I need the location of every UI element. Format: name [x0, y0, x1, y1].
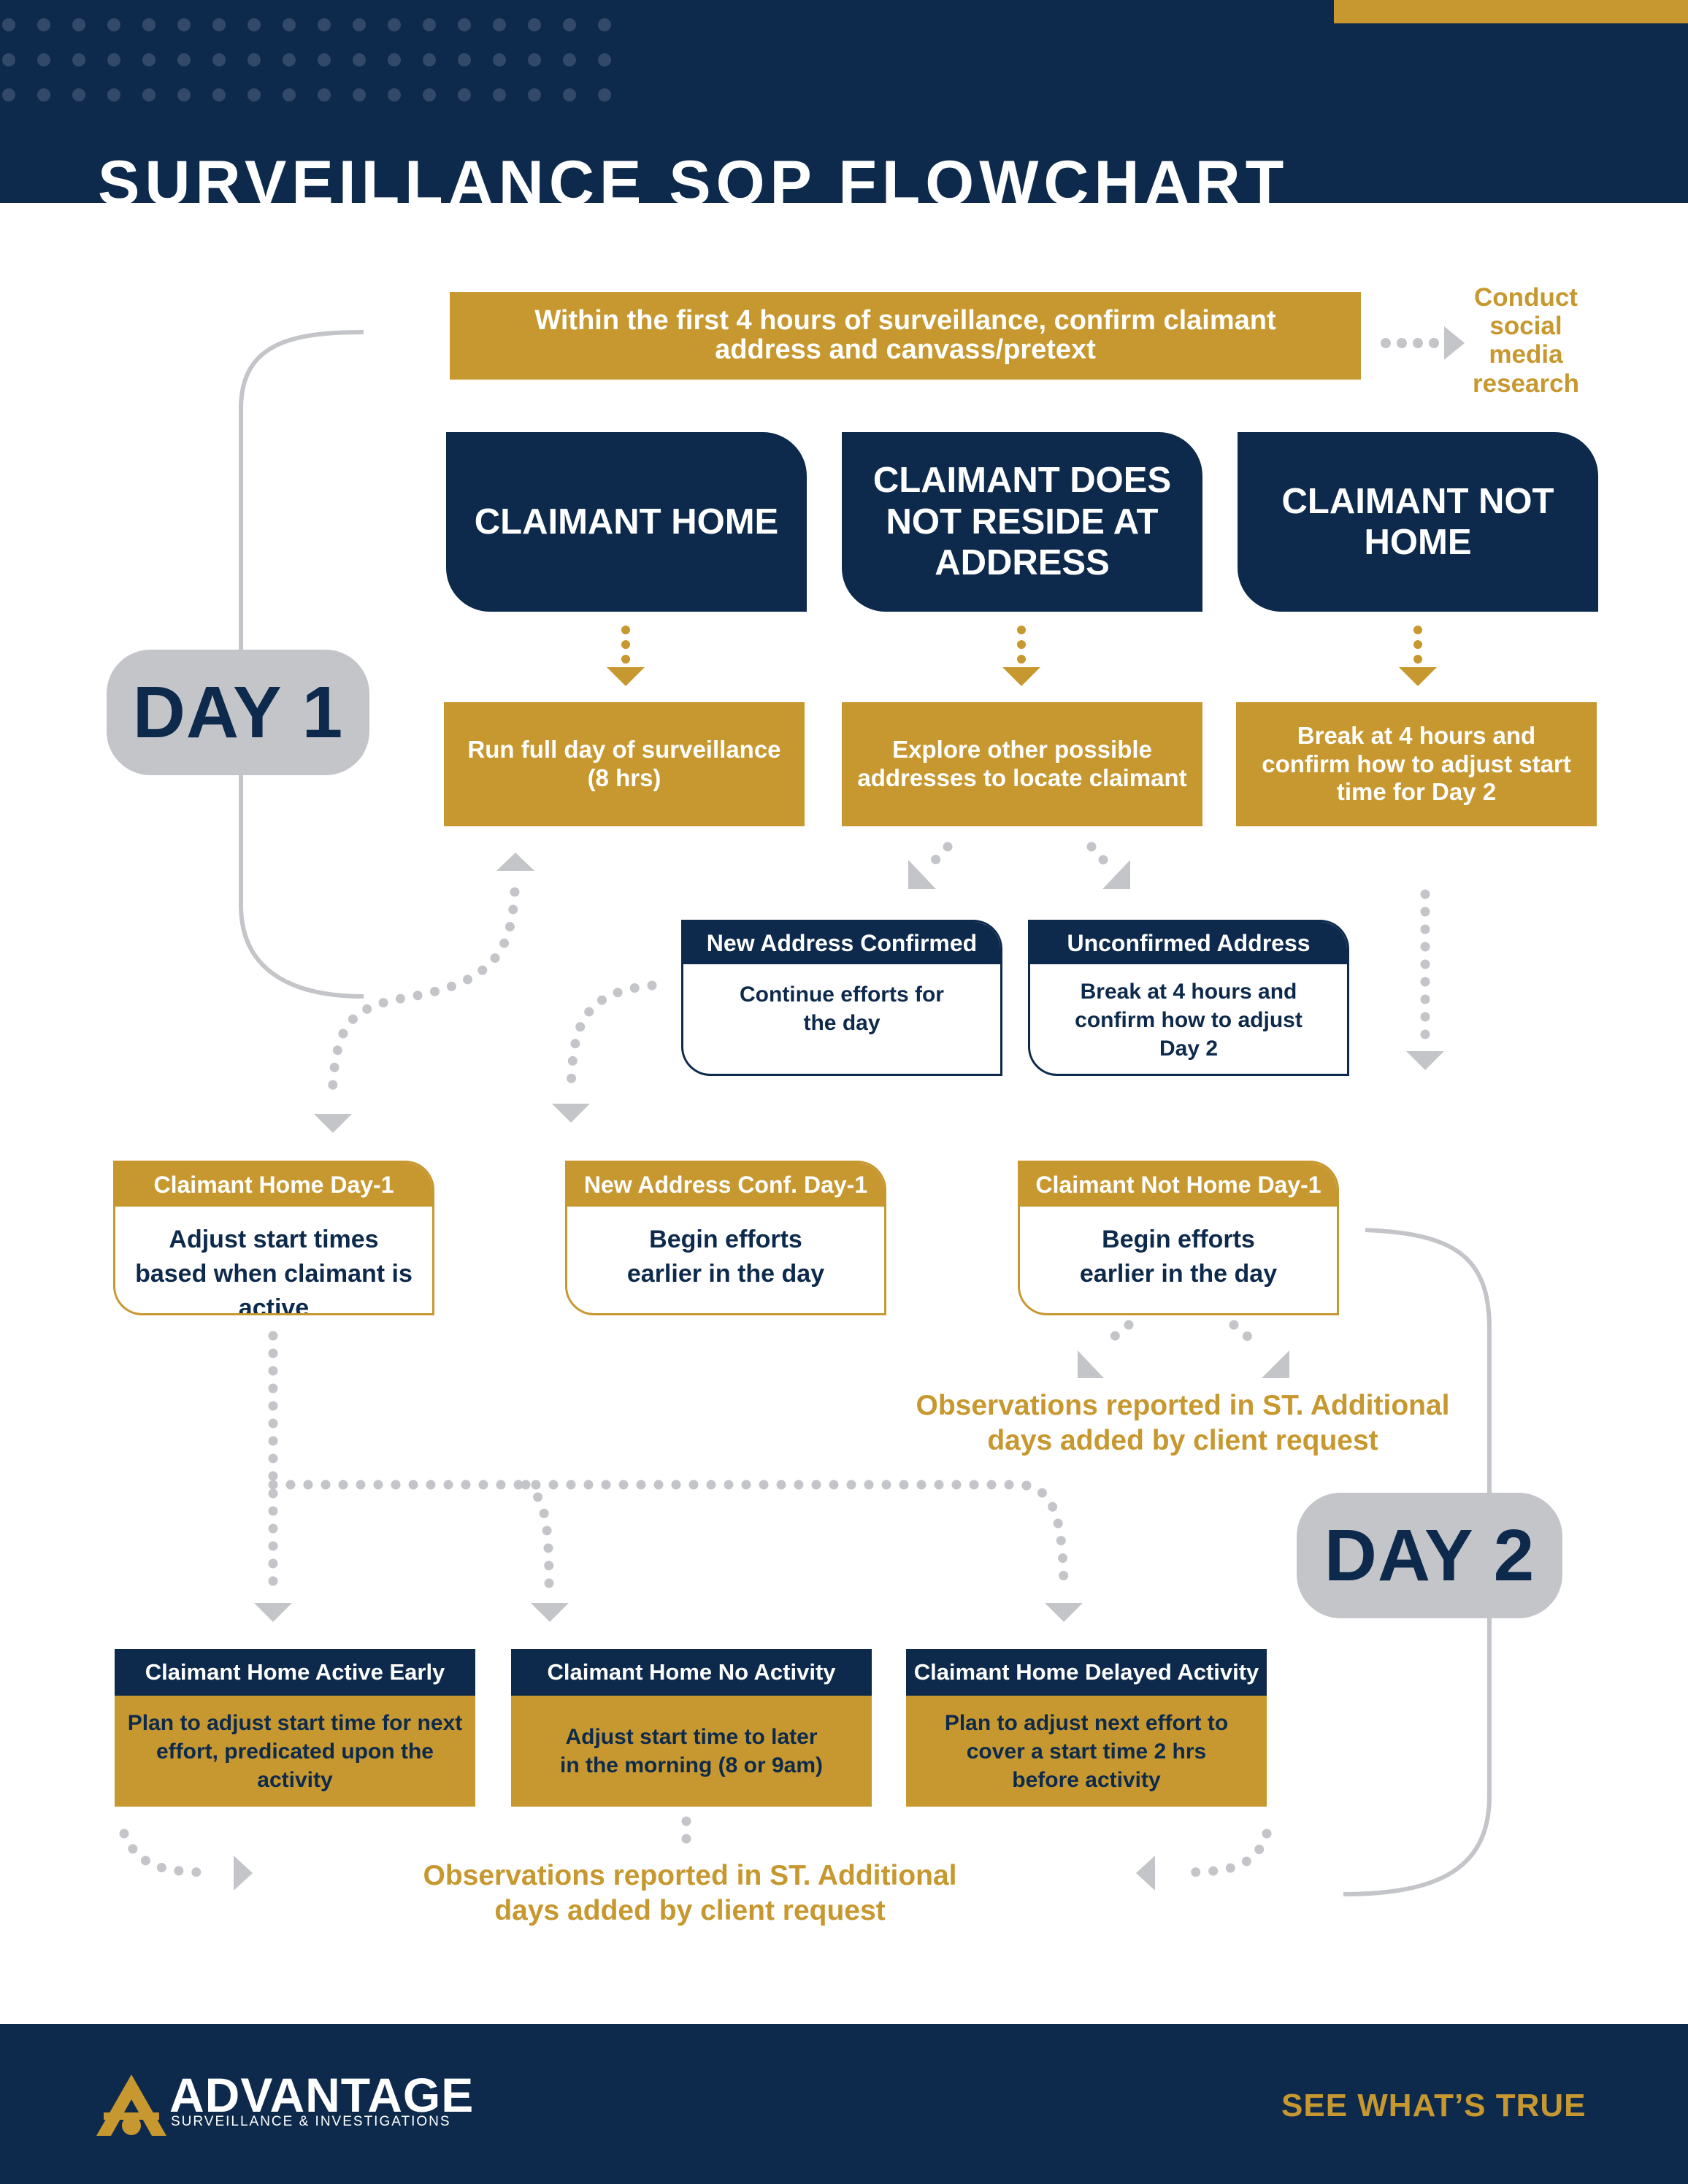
card-body: Break at 4 hours and confirm how to adju…	[1075, 980, 1303, 1061]
advantage-logo-icon	[96, 2075, 166, 2136]
outcome-claimant-home: CLAIMANT HOME	[446, 432, 807, 612]
card-unconfirmed-address: Unconfirmed Address Break at 4 hours and…	[1028, 920, 1349, 1076]
observations-note-day2: Observations reported in ST. Additional …	[423, 1860, 957, 1926]
card-body: Adjust start time to later in the mornin…	[511, 1696, 872, 1807]
header-band	[0, 0, 1688, 203]
card-new-address-day1: New Address Conf. Day-1 Begin efforts ea…	[565, 1161, 886, 1315]
action-explore-addresses: Explore other possible addresses to loca…	[842, 702, 1202, 826]
brand-name: ADVANTAGE	[169, 2068, 475, 2122]
page-title: SURVEILLANCE SOP FLOWCHART	[98, 148, 1289, 203]
side-note: Conduct social media research	[1473, 283, 1579, 398]
card-header: Claimant Not Home Day-1	[1020, 1163, 1337, 1207]
card-body: Begin efforts earlier in the day	[1079, 1226, 1278, 1288]
footer-band	[0, 2024, 1688, 2184]
card-body: Adjust start times based when claimant i…	[135, 1226, 413, 1315]
dot-pattern	[2, 18, 611, 101]
action-break-4-hours: Break at 4 hours and confirm how to adju…	[1236, 702, 1597, 826]
slogan: SEE WHAT’S TRUE	[1281, 2088, 1587, 2123]
card-body: Plan to adjust next effort to cover a st…	[906, 1696, 1267, 1807]
card-new-address-confirmed: New Address Confirmed Continue efforts f…	[681, 920, 1002, 1076]
card-header: Claimant Home No Activity	[511, 1649, 872, 1696]
card-header: New Address Conf. Day-1	[567, 1163, 884, 1207]
card-home-no-activity: Claimant Home No Activity Adjust start t…	[511, 1649, 872, 1808]
card-claimant-home-day1: Claimant Home Day-1 Adjust start times b…	[113, 1161, 434, 1315]
card-header: Unconfirmed Address	[1030, 922, 1347, 964]
day2-label: DAY 2	[1297, 1493, 1562, 1618]
card-body: Begin efforts earlier in the day	[626, 1226, 825, 1288]
card-header: Claimant Home Active Early	[115, 1649, 475, 1696]
brand-tagline: SURVEILLANCE & INVESTIGATIONS	[171, 2114, 451, 2129]
intro-step: Within the first 4 hours of surveillance…	[450, 292, 1361, 380]
outcome-claimant-not-home: CLAIMANT NOT HOME	[1238, 432, 1598, 612]
header-accent-bar	[1334, 0, 1688, 23]
outcome-does-not-reside: CLAIMANT DOES NOT RESIDE AT ADDRESS	[842, 432, 1202, 612]
card-not-home-day1: Claimant Not Home Day-1 Begin efforts ea…	[1018, 1161, 1339, 1315]
card-body: Continue efforts for the day	[740, 983, 944, 1035]
observations-note-day1: Observations reported in ST. Additional …	[916, 1390, 1450, 1456]
card-header: Claimant Home Day-1	[115, 1163, 432, 1207]
card-home-active-early: Claimant Home Active Early Plan to adjus…	[115, 1649, 475, 1808]
day1-label: DAY 1	[107, 650, 369, 775]
card-header: Claimant Home Delayed Activity	[906, 1649, 1267, 1696]
card-header: New Address Confirmed	[683, 922, 1000, 964]
card-home-delayed-activity: Claimant Home Delayed Activity Plan to a…	[906, 1649, 1267, 1808]
action-full-day: Run full day of surveillance (8 hrs)	[444, 702, 805, 826]
card-body: Plan to adjust start time for next effor…	[115, 1696, 475, 1807]
